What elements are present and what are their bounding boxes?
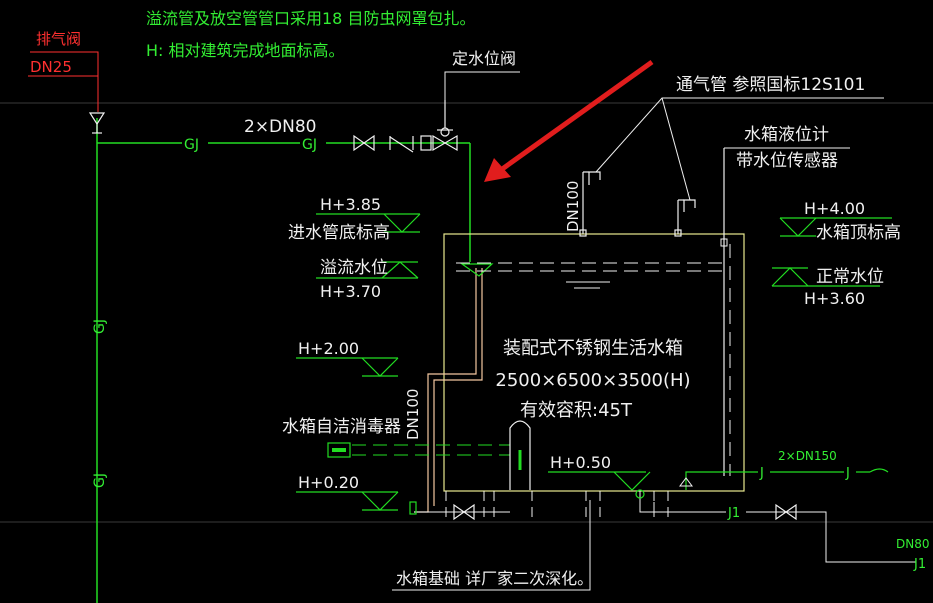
tank-name: 装配式不锈钢生活水箱 — [503, 338, 683, 359]
elevation-overflow-value: H+3.70 — [320, 282, 381, 301]
annotation-arrow-head — [484, 158, 511, 182]
vent-pipe-leader-2 — [661, 97, 691, 201]
note-line-2: H: 相对建筑完成地面标高。 — [146, 41, 345, 60]
check-valve-icon — [389, 136, 414, 153]
foundation-label: 水箱基础 详厂家二次深化。 — [396, 569, 593, 588]
elevation-normal-value: H+3.60 — [804, 289, 865, 308]
elevation-inlet-bottom — [316, 213, 421, 233]
outlet-j-bg-2 — [844, 464, 856, 480]
level-sensor-icon — [720, 238, 728, 247]
elevation-tank-top-label: 水箱顶标高 — [816, 223, 901, 243]
overflow-pipe-inner — [433, 268, 483, 506]
float-valve-leader — [444, 71, 520, 100]
vent-pipe-left — [579, 171, 601, 237]
foundation-leader — [392, 500, 591, 591]
vent-pipe-right — [674, 199, 696, 237]
sterilizer-pipe — [352, 444, 510, 456]
outlet-pipe — [685, 468, 889, 490]
elevation-inlet-bottom-value: H+3.85 — [320, 195, 381, 214]
j1-fitting-icon — [635, 489, 645, 499]
outlet-j-bg-1 — [758, 464, 770, 480]
elevation-tank-bottom-value: H+0.50 — [550, 453, 611, 472]
vent-pipe-label: 通气管 参照国标12S101 — [676, 75, 865, 95]
exhaust-valve-icon — [88, 112, 106, 134]
tank-foundation — [445, 491, 669, 523]
elevation-inlet-bottom-label: 进水管底标高 — [288, 223, 390, 243]
gj-label-bg-1 — [182, 134, 208, 152]
outlet-j-label-2: J — [845, 466, 850, 481]
note-line-1: 溢流管及放空管管口采用18 目防虫网罩包扎。 — [146, 9, 475, 28]
elevation-low-value: H+0.20 — [298, 473, 359, 492]
j1-label-bg — [726, 504, 746, 520]
overflow-funnel-icon — [460, 263, 494, 277]
sterilizer-box — [327, 442, 351, 458]
sterilizer-label: 水箱自洁消毒器 — [282, 417, 401, 437]
exhaust-valve-size: DN25 — [30, 58, 72, 76]
elevation-overflow — [316, 261, 419, 279]
float-valve-label: 定水位阀 — [452, 49, 516, 68]
tank-dims: 2500×6500×3500(H) — [495, 370, 690, 391]
sterilizer-unit — [509, 420, 531, 490]
water-tank — [443, 233, 745, 492]
elevation-mid-value: H+2.00 — [298, 339, 359, 358]
elevation-overflow-label: 溢流水位 — [320, 258, 388, 278]
inlet-size-label: 2×DN80 — [244, 117, 317, 137]
j1-code-label: J1 — [913, 557, 926, 572]
gj-riser-label-2: GJ — [92, 473, 108, 488]
elevation-normal — [771, 267, 880, 287]
float-valve-icon — [420, 100, 458, 152]
gj-label-bg-2 — [300, 134, 326, 152]
overflow-pipe — [414, 268, 477, 513]
outlet-j-label-1: J — [759, 466, 764, 481]
inlet-gj-label-1: GJ — [184, 137, 199, 153]
level-gauge-label-1: 水箱液位计 — [744, 125, 829, 145]
annotation-arrow-shaft — [496, 59, 654, 175]
outlet-fitting-icon — [679, 477, 693, 487]
elevation-tank-bottom — [548, 471, 651, 491]
elevation-tank-top-value: H+4.00 — [804, 199, 865, 218]
tank-capacity: 有效容积:45T — [520, 400, 633, 421]
j1-valve-icon — [775, 503, 797, 521]
drain-valve-icon — [453, 503, 475, 521]
vent-pipe-size-label: DN100 — [564, 181, 582, 232]
drain-outlet-icon — [409, 501, 417, 515]
exhaust-valve-leader — [30, 51, 99, 112]
exhaust-valve-label: 排气阀 — [36, 30, 81, 48]
j1-pipe — [639, 490, 916, 563]
level-gauge-label-2: 带水位传感器 — [736, 151, 838, 171]
j1-size-label: DN80 — [896, 537, 930, 551]
elevation-tank-top — [779, 217, 892, 237]
gj-riser-label-1: GJ — [92, 319, 108, 334]
water-level-lines — [456, 262, 722, 272]
elevation-mid — [296, 357, 399, 377]
gate-valve-icon — [353, 134, 375, 152]
drain-size-label: DN100 — [404, 389, 422, 440]
j1-label-inline: J1 — [727, 506, 740, 521]
inlet-gj-label-2: GJ — [302, 137, 317, 153]
elevation-normal-label: 正常水位 — [816, 267, 884, 287]
outlet-size-label: 2×DN150 — [778, 449, 837, 463]
elevation-low — [296, 491, 399, 511]
